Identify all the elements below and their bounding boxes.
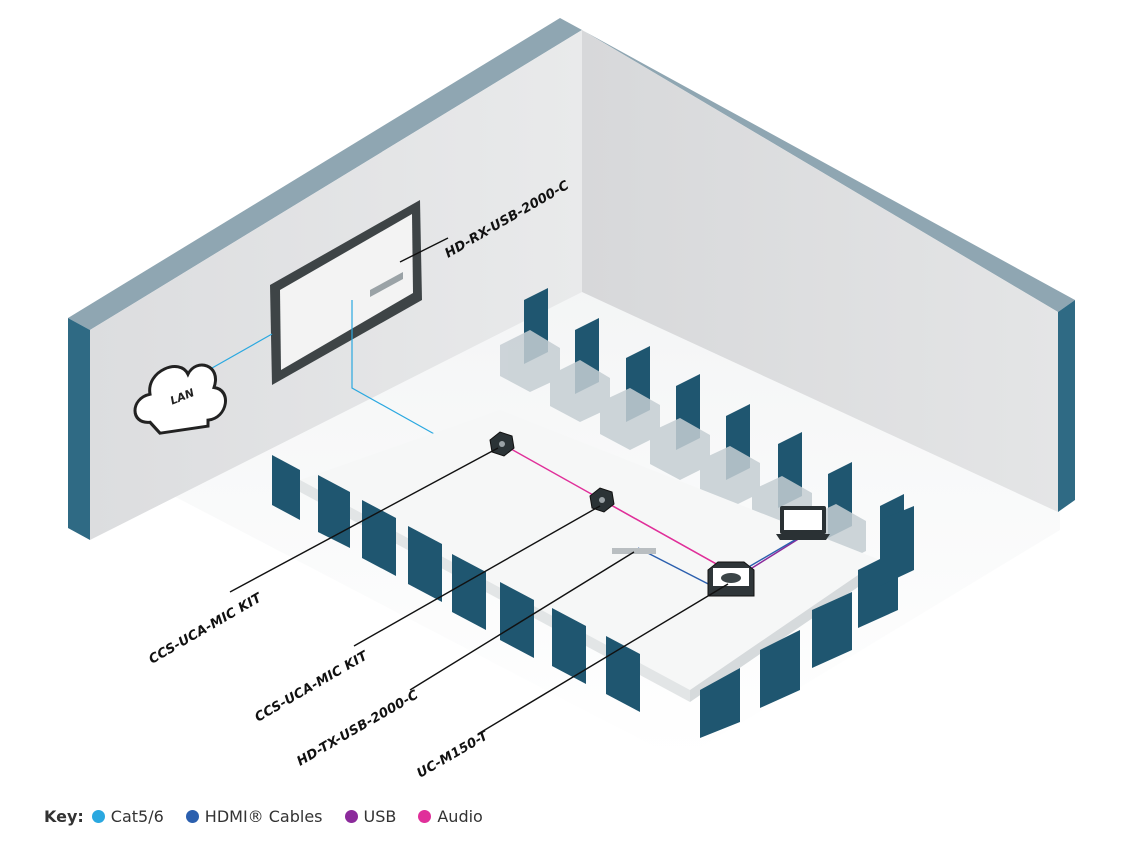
right-wall <box>560 18 1075 512</box>
legend-item-hdmi: HDMI® Cables <box>185 806 323 826</box>
legend-item-cat: Cat5/6 <box>91 806 164 826</box>
legend-item-label: USB <box>363 806 397 826</box>
lan-cloud-icon: LAN <box>133 363 227 435</box>
mic-puck-2 <box>589 487 615 513</box>
mic-kit-label-1: CCS-UCA-MIC KIT <box>147 590 266 667</box>
tx-label: HD-TX-USB-2000-C <box>295 688 422 770</box>
legend-key-label: Key: <box>44 806 84 826</box>
wall-display <box>270 200 422 385</box>
legend: Key: Cat5/6 HDMI® Cables USB Audio <box>44 804 505 828</box>
hdmi-dot-icon <box>185 809 199 823</box>
callout-lines <box>229 237 729 735</box>
table-cables <box>501 443 806 591</box>
right-chairs <box>700 506 914 738</box>
legend-item-label: Audio <box>437 806 483 826</box>
laptop-icon <box>776 506 830 540</box>
legend-item-usb: USB <box>344 806 397 826</box>
audio-dot-icon <box>418 809 432 823</box>
front-chairs <box>272 455 640 712</box>
conference-table <box>300 410 880 702</box>
tx-device <box>612 548 656 554</box>
cat-dot-icon <box>91 809 105 823</box>
usb-dot-icon <box>344 809 358 823</box>
mic-kit-label-2: CCS-UCA-MIC KIT <box>253 648 372 725</box>
legend-item-label: Cat5/6 <box>110 806 164 826</box>
uc-label: UC-M150-T <box>415 728 492 781</box>
legend-item-label: HDMI® Cables <box>204 806 323 826</box>
legend-item-audio: Audio <box>418 806 483 826</box>
uc-device <box>707 561 755 597</box>
